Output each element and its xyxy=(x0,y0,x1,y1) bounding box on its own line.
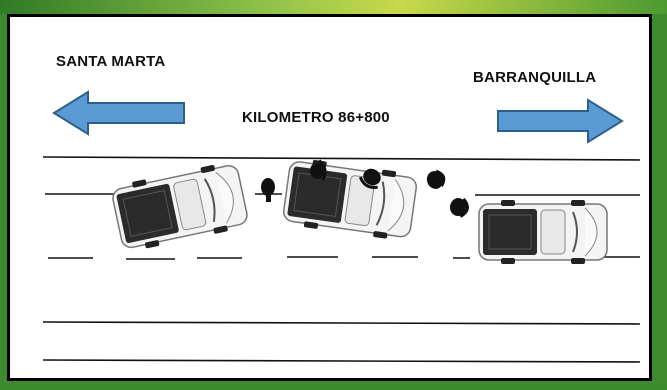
pickup-truck-icon xyxy=(112,164,248,249)
road-lines xyxy=(42,156,641,363)
person-icon xyxy=(261,178,275,202)
person-icon xyxy=(426,169,446,189)
road-scene xyxy=(42,90,641,363)
person-icon xyxy=(449,197,469,218)
kilometer-label: KILOMETRO 86+800 xyxy=(242,109,390,126)
pickup-truck-icon xyxy=(478,200,608,264)
direction-label-barranquilla: BARRANQUILLA xyxy=(473,69,597,86)
road-edge-bottom xyxy=(42,359,641,363)
background-decoration-bottom xyxy=(0,386,667,390)
road-edge-top xyxy=(42,156,641,161)
person-icon xyxy=(309,159,327,181)
person-icon xyxy=(358,168,381,189)
arrow-right-icon xyxy=(497,98,624,144)
direction-label-santa-marta: SANTA MARTA xyxy=(56,53,166,70)
pickup-truck-icon xyxy=(282,160,417,239)
arrow-left-icon xyxy=(52,90,185,136)
background-decoration-top xyxy=(0,0,667,14)
diagram-frame: SANTA MARTA BARRANQUILLA KILOMETRO 86+80… xyxy=(7,14,652,381)
road-line xyxy=(42,321,641,325)
